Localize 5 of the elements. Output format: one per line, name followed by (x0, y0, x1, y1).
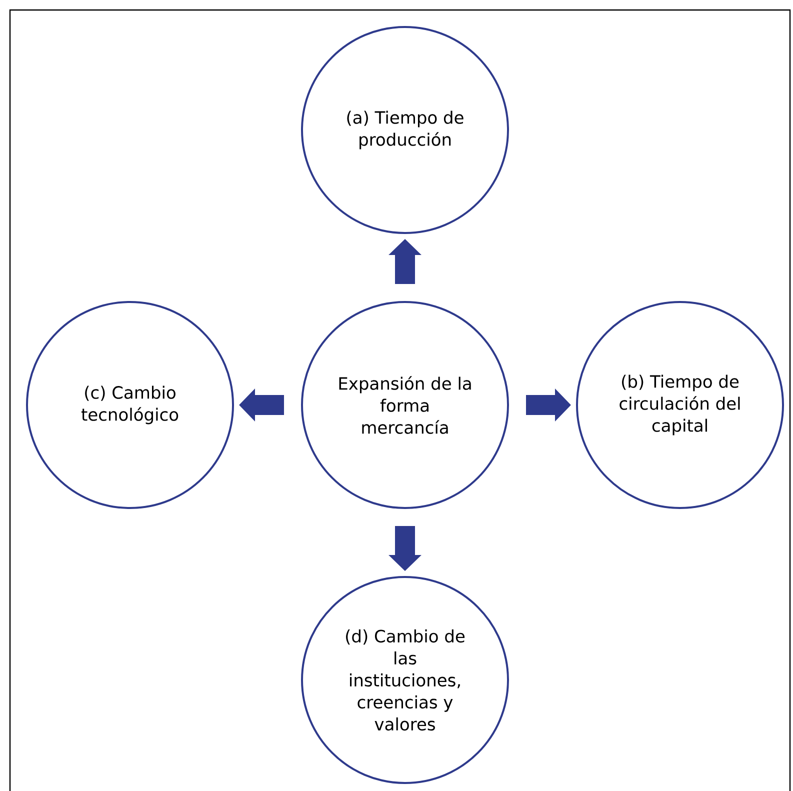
circle-node: (c) Cambio tecnológico (26, 301, 234, 509)
circle-node: (b) Tiempo de circulación del capital (576, 301, 784, 509)
circle-node: Expansión de la forma mercancía (301, 301, 509, 509)
circle-node: (d) Cambio de las instituciones, creencias y valores (301, 576, 509, 784)
circle-node: (a) Tiempo de producción (301, 26, 509, 234)
